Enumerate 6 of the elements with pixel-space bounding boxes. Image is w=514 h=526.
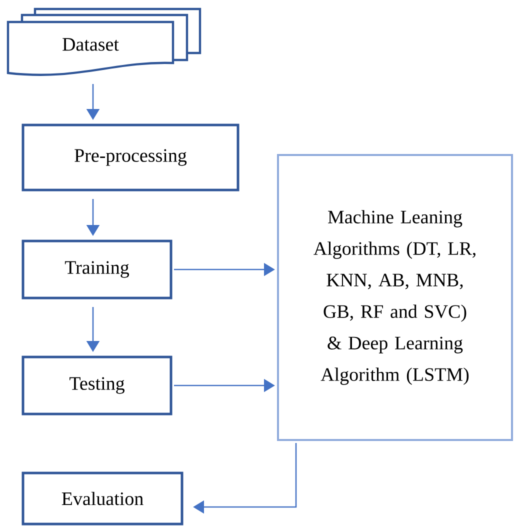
process-box: Testing [22,356,172,416]
process-box: Training [22,240,172,300]
process-box: Evaluation [22,472,184,526]
algorithm-box: Machine Leaning Algorithms (DT, LR, KNN, AB, MNB, GB, RF and SVC) & Deep Learning Algorithm (LSTM) [277,154,513,441]
process-box: Pre-processing [22,124,240,192]
document-stack: Dataset [6,8,202,76]
